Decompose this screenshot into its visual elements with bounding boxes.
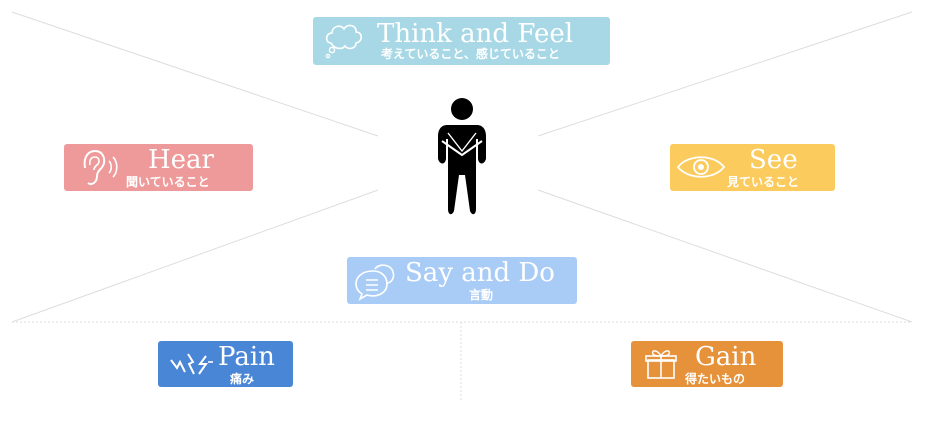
thought-bubble-icon bbox=[325, 24, 363, 59]
ear-icon bbox=[83, 149, 118, 186]
see-label: See 見ていること bbox=[670, 144, 835, 191]
pain-label: Pain 痛み bbox=[158, 341, 293, 387]
say-and-do-label: Say and Do 言動 bbox=[347, 257, 577, 304]
pain-subtitle: 痛み bbox=[230, 372, 255, 386]
say-and-do-subtitle: 言動 bbox=[469, 288, 494, 302]
divider-bottom-left bbox=[11, 189, 379, 323]
gain-label: Gain 得たいもの bbox=[631, 341, 783, 387]
divider-top-right bbox=[537, 11, 913, 137]
hear-label: Hear 聞いていること bbox=[64, 144, 253, 191]
divider-top-left bbox=[11, 11, 379, 137]
person-icon bbox=[438, 98, 486, 215]
pain-lightning-icon bbox=[170, 353, 213, 375]
think-and-feel-subtitle: 考えていること、感じていること bbox=[381, 47, 560, 61]
think-and-feel-title: Think and Feel bbox=[377, 19, 574, 49]
see-subtitle: 見ていること bbox=[727, 175, 800, 189]
gift-icon bbox=[645, 350, 677, 379]
think-and-feel-label: Think and Feel 考えていること、感じていること bbox=[313, 17, 610, 65]
speech-bubbles-icon bbox=[355, 264, 395, 301]
say-and-do-title: Say and Do bbox=[405, 258, 555, 288]
gain-subtitle: 得たいもの bbox=[685, 372, 746, 386]
see-title: See bbox=[749, 145, 798, 175]
hear-subtitle: 聞いていること bbox=[126, 175, 210, 189]
gain-title: Gain bbox=[695, 342, 757, 372]
pain-title: Pain bbox=[218, 342, 275, 372]
hear-title: Hear bbox=[148, 145, 214, 175]
eye-icon bbox=[676, 156, 726, 178]
divider-bottom-right bbox=[537, 189, 913, 323]
